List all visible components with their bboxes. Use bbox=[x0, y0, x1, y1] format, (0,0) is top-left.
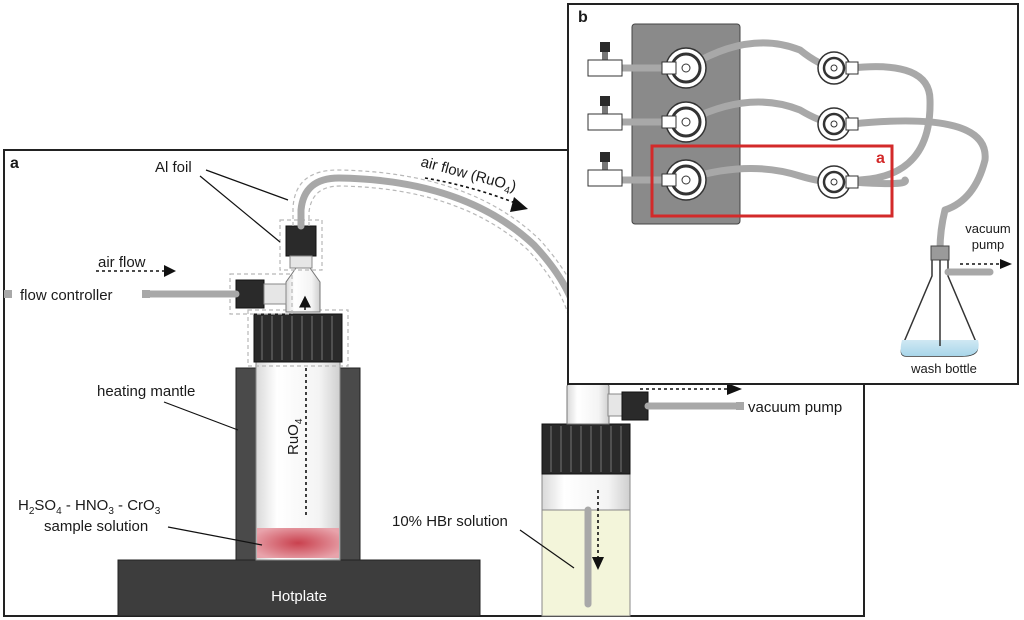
al-foil-label: Al foil bbox=[155, 159, 192, 176]
top-fitting-cap bbox=[285, 225, 317, 257]
hbr-flow-arrowhead bbox=[592, 557, 604, 570]
outlet-fitting-collar bbox=[607, 393, 623, 417]
inlet-fitting-cap bbox=[235, 279, 265, 309]
vacuum-pump-label-b2: pump bbox=[972, 237, 1005, 252]
wash-bottle-label: wash bottle bbox=[910, 361, 977, 376]
flow-controller-label: flow controller bbox=[20, 287, 113, 304]
absorber-vessel-3 bbox=[817, 165, 859, 199]
flow-controller-3 bbox=[587, 152, 623, 187]
hotplate bbox=[117, 559, 481, 617]
rack-vessel-2 bbox=[661, 101, 707, 143]
sample-label-line2: sample solution bbox=[44, 518, 148, 535]
rack-vessel-3 bbox=[661, 159, 707, 201]
hbr-leader bbox=[519, 529, 575, 569]
vacuum-arrow-head bbox=[727, 383, 742, 395]
reaction-vessel bbox=[255, 361, 341, 561]
rack-vessel-1 bbox=[661, 47, 707, 89]
heating-mantle-label: heating mantle bbox=[97, 383, 195, 400]
sample-solution bbox=[257, 528, 339, 558]
top-fitting-collar bbox=[289, 255, 313, 269]
air-flow-arrow-head bbox=[164, 265, 176, 277]
hbr-bottle-cap bbox=[541, 423, 631, 475]
heating-mantle-leader bbox=[163, 401, 239, 431]
al-foil-leader-1 bbox=[205, 169, 289, 201]
hbr-bottle-headspace bbox=[541, 473, 631, 511]
return-tube-1 bbox=[848, 63, 934, 184]
absorber-vessel-1 bbox=[817, 51, 859, 85]
air-flow-ruo4-arrow-head bbox=[510, 197, 528, 212]
inlet-fitting-collar bbox=[263, 283, 287, 305]
flow-controller-1 bbox=[587, 42, 623, 77]
absorber-vessel-2 bbox=[817, 107, 859, 141]
vacuum-pump-label-a: vacuum pump bbox=[748, 399, 842, 416]
air-flow-label: air flow bbox=[98, 254, 146, 271]
wash-vacuum-arrow-head bbox=[1000, 259, 1012, 269]
return-tube-2 bbox=[848, 117, 989, 254]
adapter-fitting bbox=[285, 267, 321, 313]
panel-b: b bbox=[567, 3, 1019, 385]
transfer-tube bbox=[297, 174, 584, 340]
wash-bottle bbox=[900, 245, 994, 357]
highlight-letter: a bbox=[876, 150, 885, 167]
outlet-connector bbox=[736, 402, 744, 410]
outlet-fitting-cap bbox=[621, 391, 649, 421]
al-foil-leader-2 bbox=[199, 175, 281, 243]
sample-leader bbox=[167, 526, 263, 546]
panel-a-letter: a bbox=[10, 155, 19, 172]
flow-controller-connector bbox=[142, 290, 150, 298]
highlight-box bbox=[650, 144, 894, 218]
hbr-solution-label: 10% HBr solution bbox=[392, 513, 508, 530]
hotplate-label: Hotplate bbox=[271, 588, 327, 605]
sample-label-line1: H2SO4 - HNO3 - CrO3 bbox=[18, 497, 161, 517]
vessel-cap bbox=[253, 313, 343, 363]
flow-controller-left-connector bbox=[4, 290, 12, 298]
return-tube-3 bbox=[848, 176, 909, 188]
air-flow-ruo4-arrow-line bbox=[424, 177, 519, 205]
panel-b-letter: b bbox=[578, 9, 588, 26]
flow-controller-2 bbox=[587, 96, 623, 131]
ruo4-label: RuO4 bbox=[285, 418, 305, 455]
vacuum-pump-label-b1: vacuum bbox=[965, 221, 1011, 236]
